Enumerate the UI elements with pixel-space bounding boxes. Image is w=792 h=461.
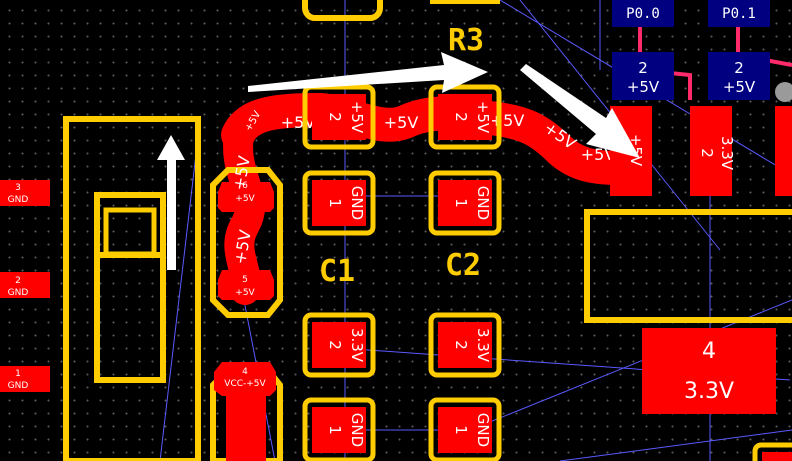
pad-number: 2 [452,340,470,350]
connector-pad-5[interactable]: 5 +5V [218,270,274,300]
trace-net-label: +5V [281,113,316,132]
pad-net: VCC-+5V [224,379,266,389]
pad-number: 2 [638,59,648,77]
pad-net: 3.3V [718,136,736,171]
regulator-pad-2[interactable]: 2 3.3V [690,106,736,196]
pad-number: 4 [242,367,248,377]
pad-number: 1 [452,198,470,208]
c3-pad-1[interactable]: 1 GND [312,407,366,453]
pad-number: 2 [15,276,21,286]
bottom-right-pad[interactable] [762,452,792,461]
pad-net: +5V [348,101,366,134]
pad-net: GND [348,413,366,447]
pad-net: GND [8,381,29,391]
c4-pad-2[interactable]: 2 3.3V [438,322,492,368]
switch-footprint[interactable] [63,116,201,461]
pad-number: 1 [326,425,344,435]
pad-number: 2 [326,340,344,350]
pad-net: 3.3V [684,379,734,404]
pad-net: GND [474,413,492,447]
pad-number: 2 [734,59,744,77]
regulator-silk-outline [584,209,792,323]
c3-pad-2[interactable]: 2 3.3V [312,322,366,368]
connector-pad-6[interactable]: 6 +5V [218,181,274,212]
copper-trace-5v-down[interactable] [223,113,265,305]
pad-net: GND [348,186,366,220]
c4-pad-1[interactable]: 1 GND [438,407,492,453]
pad-number: 3 [15,183,21,193]
pad-number: 1 [15,369,21,379]
trace-net-label: +5V [581,145,616,164]
left-pad-3[interactable]: 3 GND [0,180,50,206]
pad-net: +5V [474,101,492,134]
trace-net-label: +5V [490,111,525,130]
c1-pad-2[interactable]: 2 +5V [312,94,366,140]
c1-footprint[interactable] [302,84,376,236]
pin-p0-0[interactable]: P0.0 2 +5V [612,0,674,100]
trace-net-label: +5V [384,113,419,132]
pad-number: 4 [702,339,716,364]
pad-number: 1 [326,198,344,208]
pad-number: 2 [452,112,470,122]
c1-designator: C1 [319,254,355,289]
bottom-right-silk [752,442,792,461]
pad-net: GND [474,186,492,220]
c2-pad-2[interactable]: 2 +5V [438,94,492,140]
pad-number: 2 [326,112,344,122]
via [775,82,792,102]
pad-net: +5V [627,78,660,96]
pad-number: 1 [452,425,470,435]
pin-label: P0.1 [722,6,756,22]
pad-net: 3.3V [474,328,492,363]
pad-net: 3.3V [348,328,366,363]
c2-footprint[interactable] [428,84,502,236]
c3-footprint[interactable] [302,312,376,461]
pad-net: GND [8,195,29,205]
pad-number: 6 [242,181,248,191]
pad-net: +5V [235,288,255,298]
pad-number: 2 [698,148,716,158]
arrow-up-icon [157,135,185,270]
pad-net: +5V [627,134,645,167]
arrow-right-icon [248,52,488,93]
connector-pad-4[interactable]: 4 VCC-+5V [214,362,276,461]
annotation-arrows [157,52,640,270]
left-pad-1[interactable]: 1 GND [0,366,50,392]
c1-pad-1[interactable]: 1 GND [312,180,366,226]
pad-number: 5 [242,275,248,285]
pin-label: P0.0 [626,6,660,22]
pad-net: +5V [723,78,756,96]
pad-net: GND [8,288,29,298]
left-pad-2[interactable]: 2 GND [0,272,50,298]
c4-footprint[interactable] [428,312,502,461]
c2-pad-1[interactable]: 1 GND [438,180,492,226]
arrow-diagonal-icon [520,64,640,158]
top-silk-outline [302,0,383,21]
pad-net: +5V [235,194,255,204]
c2-designator: C2 [445,248,481,283]
regulator-pad-right[interactable] [775,106,792,196]
r3-designator: R3 [448,23,484,58]
regulator-pad-4[interactable]: 4 3.3V [642,328,776,414]
pin-p0-1[interactable]: P0.1 2 +5V [708,0,770,100]
